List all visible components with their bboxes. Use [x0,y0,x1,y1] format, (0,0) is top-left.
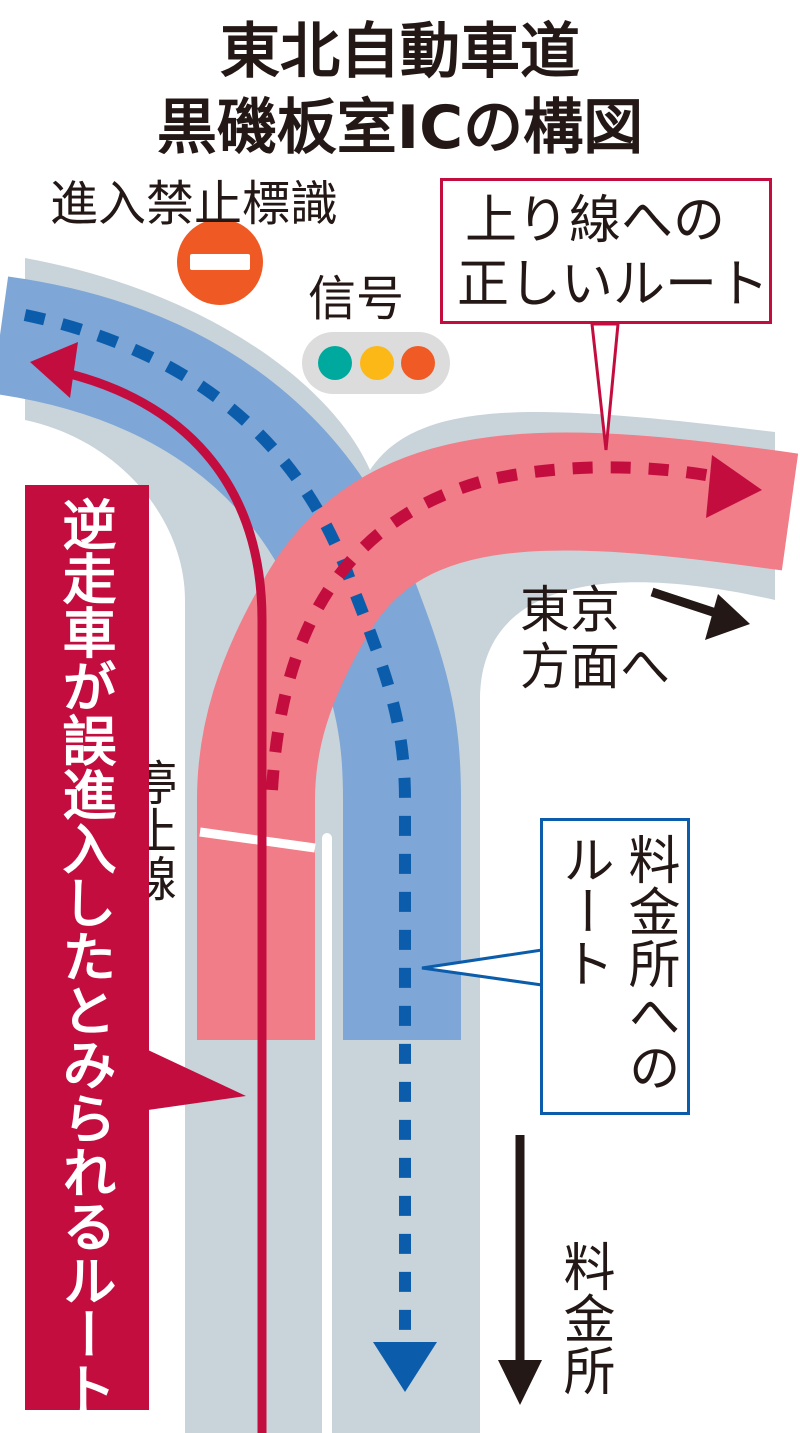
wrong-way-arrowhead [30,342,78,398]
tollgate-label: 料金所 [554,1240,614,1396]
tollgate-route-dashed [23,309,411,1345]
no-entry-sign-icon [177,219,263,305]
correct-route-line-1: 上り線への [465,191,726,251]
tollgate-route-line-1: 料金所への [619,833,679,1093]
tollgate-route-callout: 料金所への ルート [540,818,690,1115]
wrong-way-route-label: 逆走車が誤進入したとみられるルート [53,497,116,1415]
wrong-way-route-line [60,367,267,1433]
title-line-1: 東北自動車道 [220,17,580,87]
arrow-down-icon [498,1135,542,1405]
correct-route-arrowhead [706,455,762,518]
title-line-2: 黒磯板室ICの構図 [156,93,644,163]
tollgate-route-arrowhead [373,1342,437,1392]
correct-route-callout-pointer [590,322,620,451]
no-entry-sign-label: 進入禁止標識 [50,176,339,232]
signal-label: 信号 [308,271,405,327]
arrow-right-down-icon [650,587,750,640]
traffic-signal-icon [302,332,450,394]
correct-route-line-2: 正しいルート [457,255,770,315]
correct-route-dashed [266,461,714,791]
tokyo-label-line-2: 方面へ [520,638,670,696]
wrong-way-callout: 逆走車が誤進入したとみられるルート [25,485,149,1415]
correct-route-callout: 上り線への 正しいルート [440,178,772,324]
tollgate-route-line-2: ルート [553,833,613,989]
tokyo-label-line-1: 東京 [520,581,620,639]
wrong-way-callout-pointer [148,1050,246,1110]
